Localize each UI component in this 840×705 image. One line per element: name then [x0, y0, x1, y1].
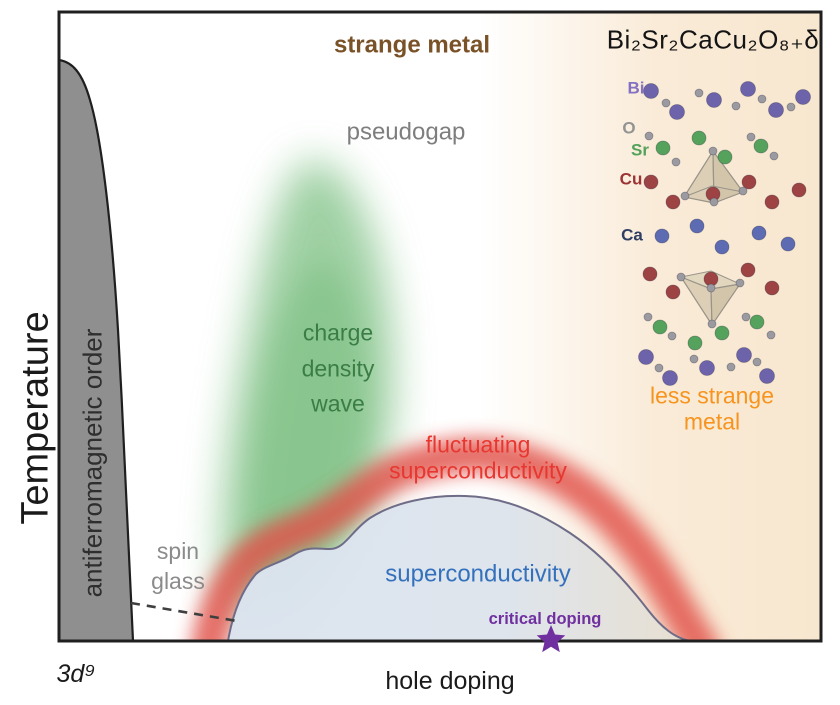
- legend-label-cu: Cu: [619, 169, 643, 189]
- atom-Ca: [780, 236, 796, 252]
- atom-O: [766, 330, 776, 340]
- spin-glass-boundary-dashed-line: [130, 601, 238, 623]
- atom-O: [769, 151, 779, 161]
- atom-Ca: [714, 239, 730, 255]
- atom-O: [654, 363, 664, 373]
- atom-O: [667, 331, 677, 341]
- atom-Bi: [736, 347, 752, 363]
- superconductivity-label: superconductivity: [385, 560, 571, 588]
- atom-Ca: [654, 228, 670, 244]
- atom-Bi: [768, 102, 784, 118]
- atom-Cu: [642, 266, 658, 282]
- atom-Bi: [662, 370, 678, 386]
- critical-doping-star: [536, 625, 566, 653]
- atom-O: [706, 283, 716, 293]
- spin-glass-label: spin glass: [151, 538, 205, 594]
- atom-Cu: [643, 174, 659, 190]
- atom-O: [752, 357, 762, 367]
- atom-Sr: [717, 149, 733, 165]
- atom-O: [709, 197, 719, 207]
- inset-formula: Bi₂Sr₂CaCu₂O₈₊δ: [606, 24, 820, 55]
- critical-doping-label: critical doping: [488, 609, 602, 628]
- atom-O: [757, 94, 767, 104]
- atom-O: [746, 132, 756, 142]
- atom-O: [694, 88, 704, 98]
- atom-Cu: [764, 194, 780, 210]
- atom-Bi: [643, 83, 659, 99]
- atom-O: [786, 102, 796, 112]
- antiferromagnetic-region: [60, 59, 135, 641]
- atom-Sr: [655, 140, 671, 156]
- atom-O: [708, 146, 718, 156]
- atom-Cu: [741, 174, 757, 190]
- less-strange-metal-label: less strange metal: [649, 382, 774, 434]
- atom-O: [680, 191, 690, 201]
- antiferromagnetic-order-label: antiferromagnetic order: [77, 328, 108, 598]
- atom-O: [671, 157, 681, 167]
- atom-O: [643, 312, 653, 322]
- atom-Sr: [691, 130, 707, 146]
- origin-label-3d9: 3d⁹: [56, 660, 96, 688]
- atom-Sr: [749, 314, 765, 330]
- atom-Bi: [759, 368, 775, 384]
- atom-Cu: [665, 194, 681, 210]
- legend-label-bi: Bi: [627, 78, 645, 98]
- superconductivity-dome: [226, 494, 691, 641]
- plot-frame: [57, 10, 823, 643]
- strange-metal-label: strange metal: [333, 31, 491, 59]
- atom-O: [731, 101, 741, 111]
- x-axis-label: hole doping: [385, 667, 515, 695]
- pseudogap-label: pseudogap: [346, 118, 466, 146]
- fluctuating-superconductivity-label: fluctuating superconductivity: [389, 431, 567, 483]
- atom-O: [644, 131, 654, 141]
- atom-Sr: [687, 335, 703, 351]
- atom-O: [676, 272, 686, 282]
- atom-O: [735, 278, 745, 288]
- atom-Sr: [753, 138, 769, 154]
- atom-Sr: [714, 325, 730, 341]
- atom-O: [707, 319, 717, 329]
- atom-O: [661, 98, 671, 108]
- atom-Ca: [751, 225, 767, 241]
- atom-Bi: [638, 349, 654, 365]
- atom-Cu: [740, 262, 756, 278]
- atom-Cu: [764, 280, 780, 296]
- atom-O: [689, 354, 699, 364]
- atom-O: [726, 362, 736, 372]
- atom-O: [738, 186, 748, 196]
- fluctuating-superconductivity-region: [191, 436, 719, 641]
- atom-Bi: [706, 92, 722, 108]
- charge-density-wave-label: charge density wave: [301, 319, 375, 417]
- y-axis-label: Temperature: [14, 311, 57, 525]
- legend-label-ca: Ca: [621, 225, 643, 245]
- atom-O: [741, 312, 751, 322]
- atom-Sr: [652, 319, 668, 335]
- atom-Cu: [665, 284, 681, 300]
- atom-Bi: [699, 360, 715, 376]
- atom-Bi: [795, 89, 811, 105]
- legend-label-sr: Sr: [631, 140, 649, 160]
- atom-Ca: [689, 218, 705, 234]
- atom-Cu: [791, 182, 807, 198]
- crystal-structure-atoms: [638, 81, 811, 386]
- atom-Bi: [669, 104, 685, 120]
- cuo-pyramid-up: [683, 148, 744, 204]
- atom-Bi: [740, 81, 756, 97]
- legend-label-o: O: [622, 118, 636, 138]
